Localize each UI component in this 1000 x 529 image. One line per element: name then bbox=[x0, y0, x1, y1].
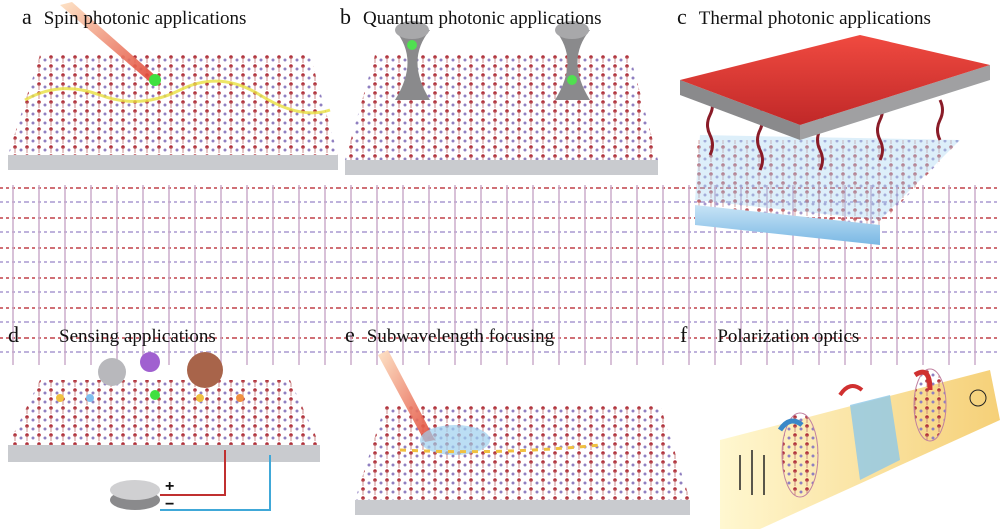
panel-title: Subwavelength focusing bbox=[366, 326, 555, 347]
panel-title: Polarization optics bbox=[717, 326, 860, 347]
panel-e-graphic bbox=[355, 350, 690, 515]
panel-letter: a bbox=[22, 4, 32, 29]
panel-letter: c bbox=[677, 4, 687, 29]
panel-title: Spin photonic applications bbox=[43, 8, 247, 29]
panel-title: Thermal photonic applications bbox=[698, 8, 931, 29]
panel-b-graphic bbox=[345, 21, 658, 175]
panel-letter: b bbox=[340, 4, 351, 29]
panel-letter: e bbox=[345, 322, 355, 347]
panel-f-graphic bbox=[720, 368, 1000, 529]
panel-c-graphic bbox=[680, 35, 990, 245]
panel-title: Sensing applications bbox=[59, 326, 216, 347]
panel-a-graphic bbox=[8, 2, 338, 170]
panel-a-label: a Spin photonic applications bbox=[22, 4, 246, 30]
panel-d-graphic bbox=[8, 352, 320, 511]
panel-e-label: e Subwavelength focusing bbox=[345, 322, 554, 348]
panel-d-label: d Sensing applications bbox=[8, 322, 216, 348]
meter-plus: + bbox=[165, 478, 175, 495]
panel-letter: f bbox=[680, 322, 688, 347]
panel-f-label: f Polarization optics bbox=[680, 322, 859, 348]
panel-b-label: b Quantum photonic applications bbox=[340, 4, 602, 30]
panel-c-label: c Thermal photonic applications bbox=[677, 4, 931, 30]
panel-title: Quantum photonic applications bbox=[363, 8, 602, 29]
meter-minus: − bbox=[165, 496, 175, 513]
panel-letter: d bbox=[8, 322, 19, 347]
